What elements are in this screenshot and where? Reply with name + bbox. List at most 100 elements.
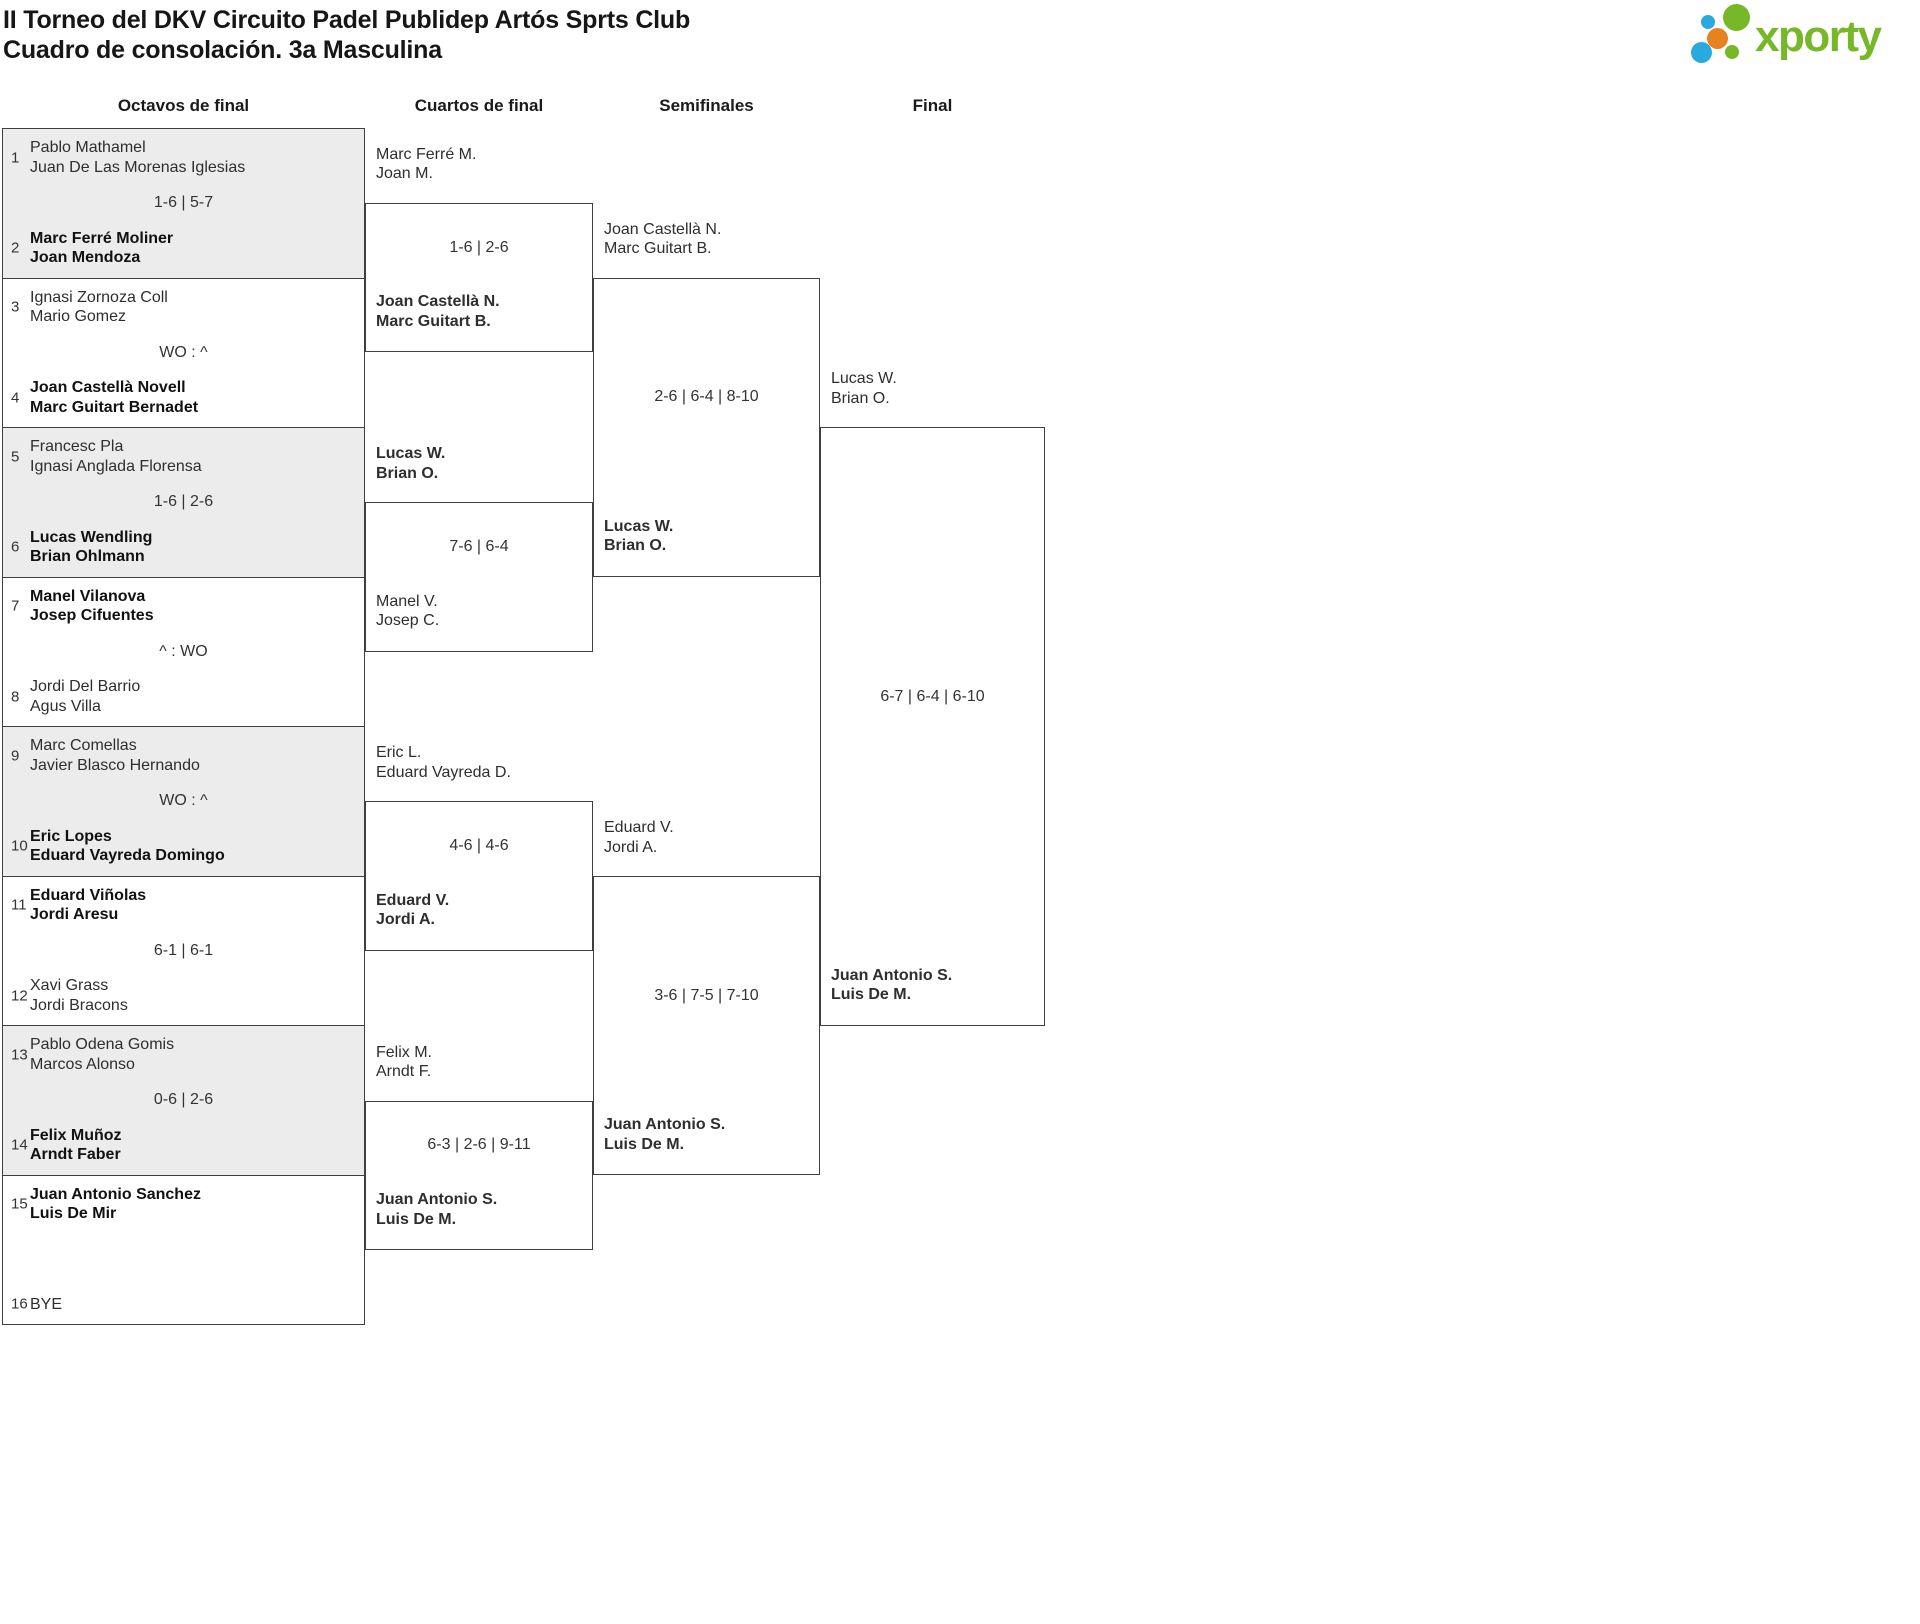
- team-name-line: Luis De M.: [376, 1210, 457, 1228]
- team-name-line: Marc Comellas: [30, 737, 137, 754]
- team-name-line: Marc Ferré Moliner: [30, 229, 174, 247]
- seed-number: 2: [11, 239, 20, 257]
- match-score: 7-6 | 6-4: [449, 537, 509, 555]
- seed-number: 13: [11, 1046, 28, 1063]
- team-name-line: Joan Castellà N.: [604, 220, 722, 238]
- match-score: ^ : WO: [159, 642, 208, 660]
- team-name-line: Arndt Faber: [30, 1146, 121, 1163]
- seed-number: 6: [11, 538, 20, 556]
- winner-label-top: Lucas W.Brian O.: [831, 369, 897, 408]
- match-score: 3-6 | 7-5 | 7-10: [654, 986, 759, 1004]
- match-score: 6-7 | 6-4 | 6-10: [880, 687, 985, 705]
- team-name-line: Luis De Mir: [30, 1205, 117, 1222]
- team-name-line: Joan Mendoza: [30, 249, 141, 266]
- winner-label-bottom: Juan Antonio S.Luis De M.: [604, 1115, 725, 1154]
- seed-number: 3: [11, 298, 20, 316]
- team-name-line: Mario Gomez: [30, 308, 127, 325]
- seed-number: 15: [11, 1195, 28, 1213]
- cuartos-match: Felix M.Arndt F.Juan Antonio S.Luis De M…: [365, 1044, 593, 1251]
- team-name-line: Marc Guitart B.: [376, 312, 491, 330]
- team-names: BYE: [30, 1295, 364, 1315]
- team-name-line: Marc Guitart Bernadet: [30, 398, 199, 416]
- match-score: 1-6 | 2-6: [153, 493, 214, 511]
- team-name-line: Manel Vilanova: [30, 587, 146, 605]
- logo-dot-green-small: [1725, 45, 1739, 59]
- seed-number: 11: [11, 896, 27, 914]
- team-name-line: Eduard Vayreda Domingo: [30, 847, 225, 864]
- team-name-line: Juan Antonio S.: [831, 966, 953, 984]
- team-name-line: Marcos Alonso: [30, 1055, 135, 1073]
- team-name-line: Ignasi Anglada Florensa: [30, 457, 202, 475]
- team-name-line: Josep Cifuentes: [30, 607, 154, 624]
- xporty-logo[interactable]: xporty: [1670, 0, 1920, 85]
- semifinal-match: Eduard V.Jordi A.Juan Antonio S.Luis De …: [593, 819, 820, 1176]
- winner-label-bottom: Manel V.Josep C.: [376, 592, 439, 631]
- logo-dot-orange: [1707, 28, 1728, 49]
- team-name-line: Juan Antonio Sanchez: [30, 1185, 201, 1203]
- match-score: 6-1 | 6-1: [153, 941, 214, 959]
- cuartos-match: Marc Ferré M.Joan M.Joan Castellà N.Marc…: [365, 146, 593, 353]
- match-score: 1-6 | 5-7: [153, 194, 214, 212]
- match-score: 1-6 | 2-6: [449, 238, 509, 256]
- team-name-line: Jordi Bracons: [30, 996, 128, 1014]
- round-header-2: Semifinales: [659, 96, 754, 115]
- match-score: 6-3 | 2-6 | 9-11: [427, 1136, 531, 1154]
- team-name-line: Marc Guitart B.: [604, 240, 712, 258]
- round-header-0: Octavos de final: [117, 96, 250, 115]
- logo-dot-blue-small: [1701, 15, 1715, 29]
- team-name-line: Lucas W.: [376, 445, 446, 463]
- tournament-title: II Torneo del DKV Circuito Padel Publide…: [3, 6, 691, 34]
- team-name-line: Javier Blasco Hernando: [30, 756, 200, 774]
- team-name-line: Lucas W.: [831, 370, 897, 388]
- team-name-line: Marc Ferré M.: [376, 145, 477, 163]
- logo-dot-green-large: [1723, 4, 1750, 31]
- team-name-line: Brian Ohlmann: [30, 548, 145, 565]
- seed-number: 4: [11, 389, 20, 406]
- seed-number: 14: [11, 1136, 28, 1154]
- team-name-line: Juan De Las Morenas Iglesias: [30, 158, 246, 176]
- seed-number: 12: [11, 987, 28, 1004]
- team-name-line: Jordi A.: [376, 911, 435, 929]
- team-name-line: Jordi A.: [604, 838, 658, 856]
- team-name-line: Francesc Pla: [30, 438, 124, 455]
- seed-number: 9: [11, 747, 20, 764]
- match-score: WO : ^: [159, 792, 208, 810]
- logo-wordmark: xporty: [1755, 12, 1882, 61]
- team-name-line: Jordi Del Barrio: [30, 678, 141, 695]
- team-name-line: Juan Antonio S.: [604, 1116, 726, 1134]
- team-name-line: Lucas W.: [604, 517, 674, 535]
- match-score: 4-6 | 4-6: [449, 837, 509, 855]
- seed-number: 16: [11, 1295, 28, 1313]
- seed-number: 7: [11, 597, 20, 615]
- match-score: WO : ^: [159, 343, 208, 361]
- cuartos-match: Eric L.Eduard Vayreda D.Eduard V.Jordi A…: [365, 744, 593, 951]
- cuartos-match: Lucas W.Brian O.Manel V.Josep C.7-6 | 6-…: [365, 445, 593, 652]
- team-name-line: Brian O.: [831, 389, 890, 407]
- team-name-line: Manel V.: [376, 592, 438, 610]
